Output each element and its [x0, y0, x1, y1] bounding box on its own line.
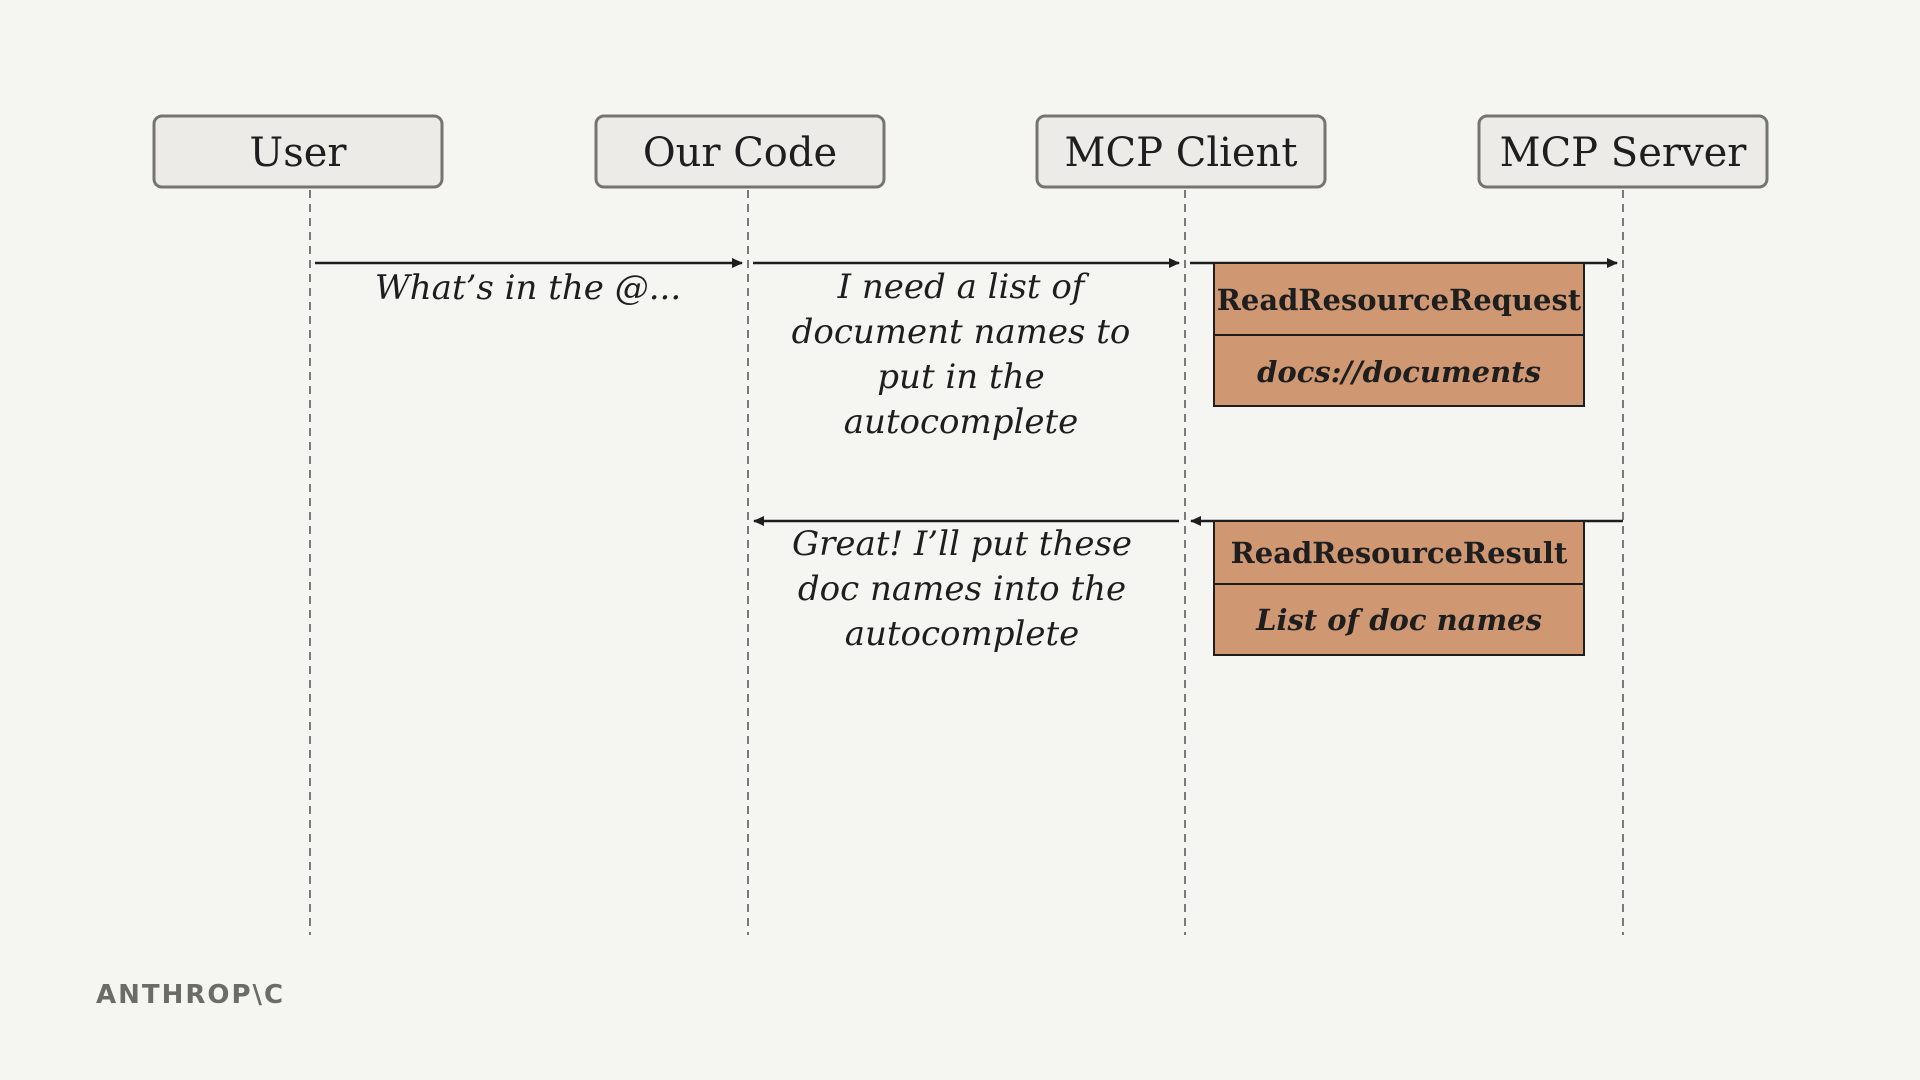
actor-label: User [249, 130, 347, 176]
read-resource-result-box: ReadResourceResult List of doc names [1213, 520, 1585, 656]
actor-user: User [152, 114, 444, 189]
request-detail: docs://documents [1257, 355, 1541, 389]
message-line: Great! I’ll put these [792, 524, 1132, 564]
message-line: doc names into the [798, 569, 1126, 609]
actor-label: Our Code [643, 130, 837, 176]
anthropic-logo: ANTHROP\C [96, 980, 286, 1010]
result-title: ReadResourceResult [1231, 536, 1568, 570]
actor-mcp-client: MCP Client [1035, 114, 1327, 189]
message-user-to-code: What’s in the @... [375, 268, 681, 308]
result-detail: List of doc names [1255, 603, 1542, 637]
actor-mcp-server: MCP Server [1477, 114, 1769, 189]
message-line: put in the [877, 357, 1044, 397]
read-resource-request-box: ReadResourceRequest docs://documents [1213, 262, 1585, 407]
actor-label: MCP Client [1065, 130, 1298, 176]
message-client-to-code: Great! I’ll put these doc names into the… [792, 524, 1132, 654]
message-line: autocomplete [844, 402, 1079, 442]
message-line: I need a list of [837, 267, 1090, 307]
request-title: ReadResourceRequest [1217, 283, 1582, 317]
actor-our-code: Our Code [594, 114, 886, 189]
actor-label: MCP Server [1500, 130, 1748, 176]
message-code-to-client: I need a list of document names to put i… [792, 267, 1131, 442]
message-line: document names to [792, 312, 1131, 352]
message-line: autocomplete [845, 614, 1080, 654]
